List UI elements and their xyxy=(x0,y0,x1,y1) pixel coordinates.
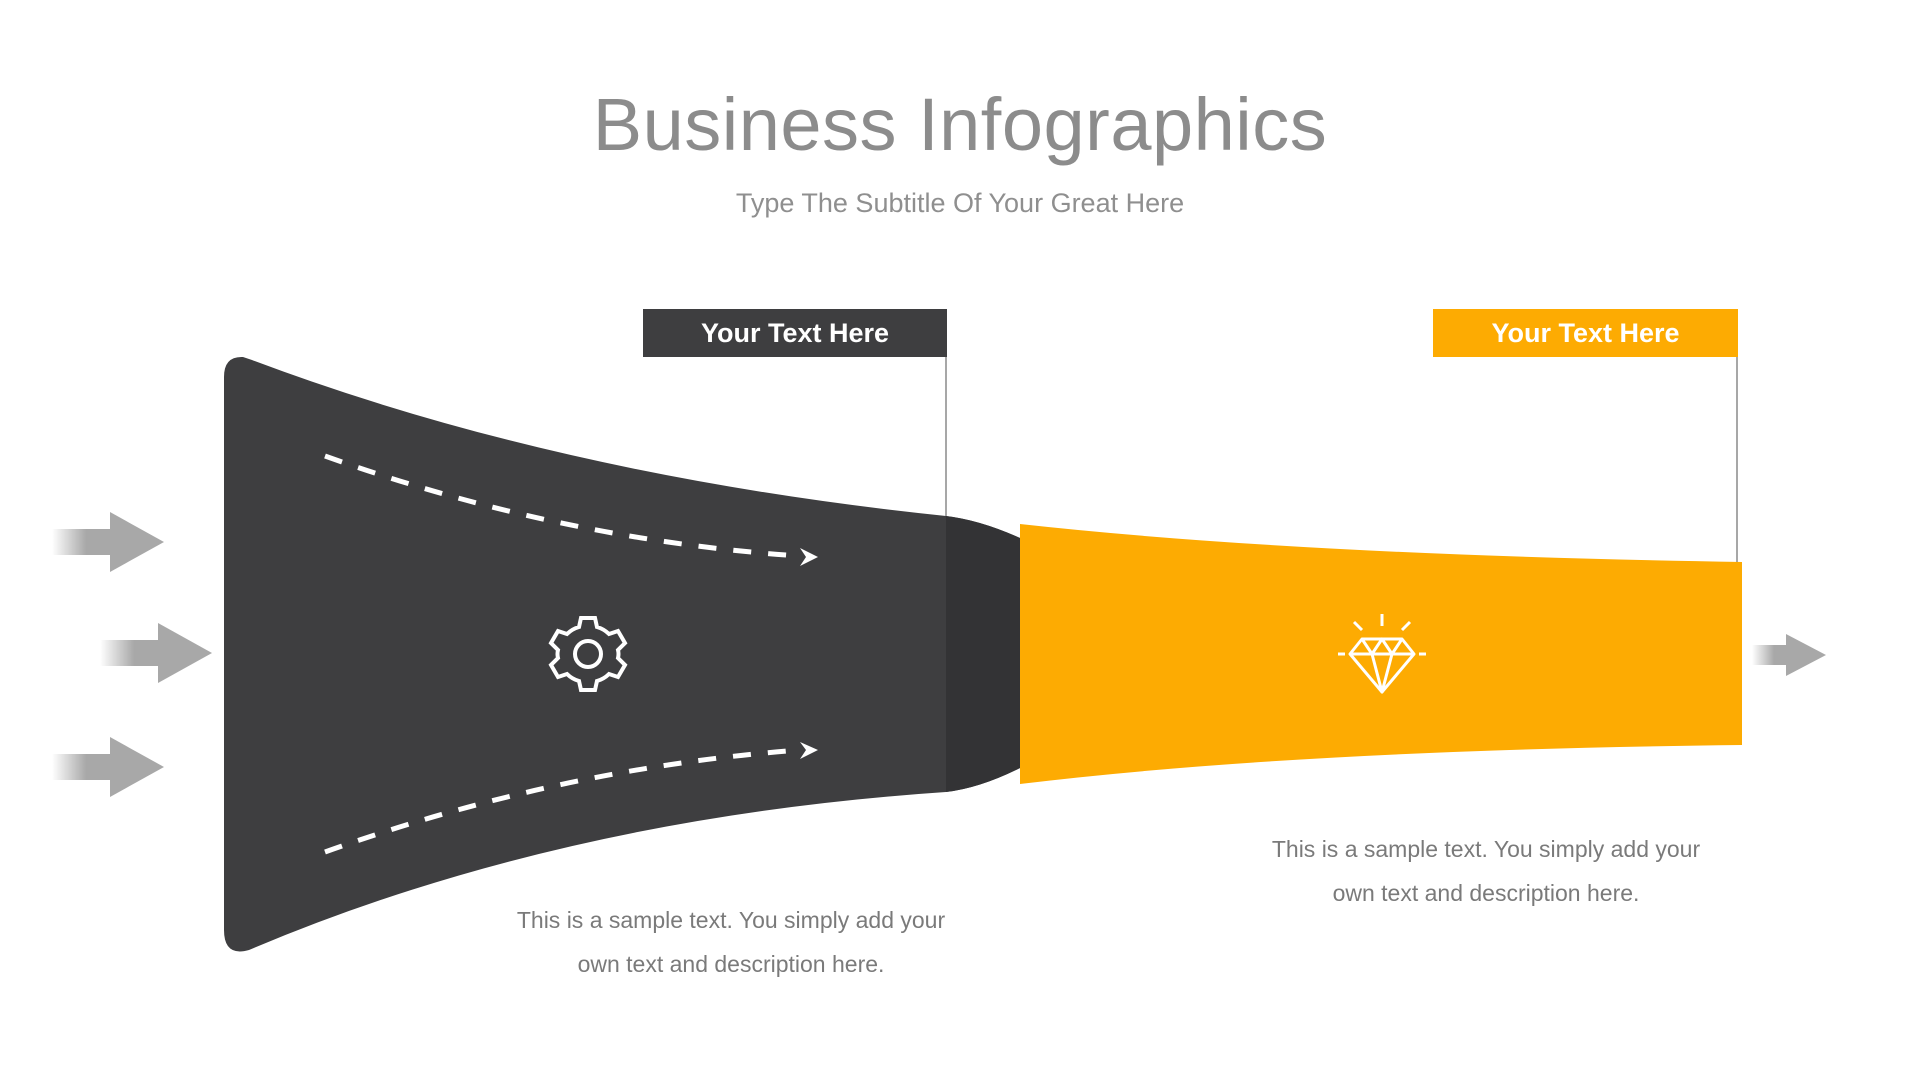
input-arrow-bottom xyxy=(52,737,164,797)
dashed-arrow-bottom xyxy=(324,747,801,855)
stage-1-label: Your Text Here xyxy=(643,309,947,357)
gear-icon xyxy=(548,616,628,692)
dashed-arrowhead-top xyxy=(800,548,818,566)
page-subtitle: Type The Subtitle Of Your Great Here xyxy=(735,188,1185,218)
stage-2-description: This is a sample text. You simply add yo… xyxy=(1271,836,1701,906)
output-arrow xyxy=(1752,634,1826,676)
stage-2-label: Your Text Here xyxy=(1433,309,1738,357)
page-title: Business Infographics xyxy=(592,83,1328,166)
dashed-arrowhead-bottom xyxy=(800,742,818,759)
input-arrow-top xyxy=(52,512,164,572)
dashed-arrow-top xyxy=(324,453,801,559)
funnel-stage-dark xyxy=(224,356,1020,952)
input-arrow-middle xyxy=(100,623,212,683)
diamond-icon xyxy=(1338,614,1426,694)
stage-1-description: This is a sample text. You simply add yo… xyxy=(516,907,946,977)
